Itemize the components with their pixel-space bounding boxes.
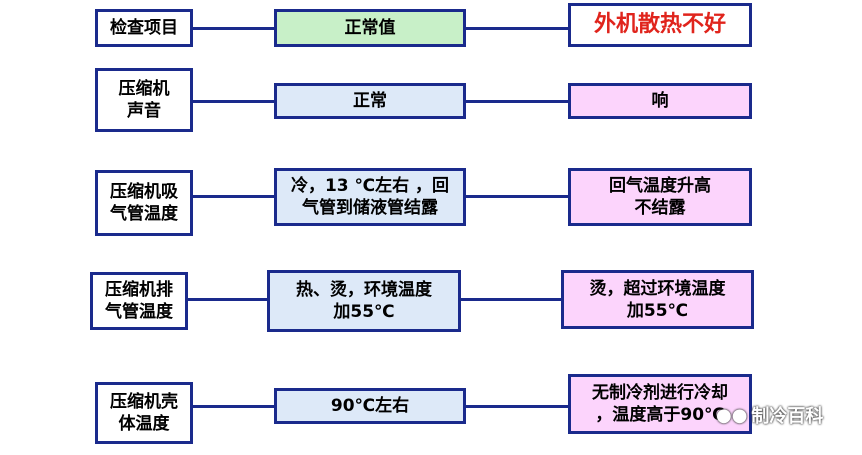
connector-row2-left [190,195,276,198]
row2-normal-box: 冷，13 ℃左右 ，回 气管到储液管结露 [274,168,466,226]
wechat-icon: ●● [716,404,748,426]
connector-row1-left [190,100,276,103]
connector-row1-right [464,100,570,103]
connector-header-left [190,27,276,30]
header-label-box: 检查项目 [95,9,193,47]
row3-normal-box: 热、烫，环境温度 加55℃ [267,270,461,332]
row1-normal-box: 正常 [274,83,466,119]
row3-fault-box: 烫，超过环境温度 加55℃ [561,270,754,329]
row4-label-box: 压缩机壳 体温度 [95,382,193,444]
row2-fault-box: 回气温度升高 不结露 [568,168,752,226]
header-fault-box: 外机散热不好 [568,3,752,47]
watermark: ●● 制冷百科 [716,402,823,428]
connector-row4-right [464,405,570,408]
row2-label-box: 压缩机吸 气管温度 [95,170,193,236]
row1-label-box: 压缩机 声音 [95,68,193,132]
connector-row3-left [185,298,270,301]
watermark-text: 制冷百科 [751,406,824,427]
connector-row2-right [464,195,570,198]
row4-normal-box: 90℃左右 [274,388,466,424]
connector-header-right [464,27,570,30]
connector-row4-left [190,405,276,408]
row4-fault-box: 无制冷剂进行冷却 ，温度高于90℃ [568,374,752,434]
row3-label-box: 压缩机排 气管温度 [90,272,188,330]
connector-row3-right [458,298,564,301]
row1-fault-box: 响 [568,83,752,119]
header-normal-box: 正常值 [274,9,466,47]
